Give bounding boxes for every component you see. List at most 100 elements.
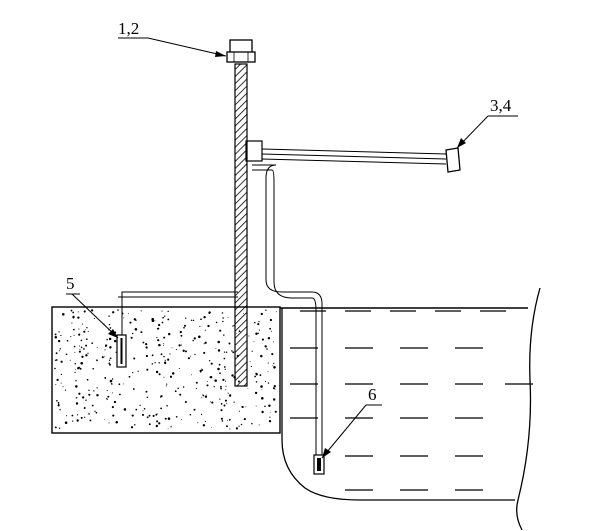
soil-speckle xyxy=(210,401,212,403)
soil-speckle xyxy=(108,337,112,341)
soil-speckle xyxy=(111,392,113,394)
soil-speckle xyxy=(54,426,57,429)
soil-speckle xyxy=(261,389,263,391)
soil-speckle xyxy=(75,368,77,370)
soil-speckle xyxy=(240,423,243,426)
soil-speckle xyxy=(108,359,111,361)
soil-speckle xyxy=(190,355,191,357)
soil-speckle xyxy=(72,315,75,319)
soil-speckle xyxy=(57,401,60,404)
soil-speckle xyxy=(182,349,185,352)
soil-speckle xyxy=(66,339,69,342)
soil-speckle xyxy=(264,345,267,348)
soil-speckle xyxy=(152,414,155,417)
soil-speckle xyxy=(79,362,81,364)
soil-speckle xyxy=(227,392,229,394)
soil-speckle xyxy=(71,322,73,324)
soil-speckle xyxy=(112,311,115,314)
soil-speckle xyxy=(265,309,267,311)
soil-speckle xyxy=(60,334,62,337)
soil-speckle xyxy=(266,348,268,350)
soil-speckle xyxy=(274,410,277,413)
soil-speckle xyxy=(179,330,182,334)
soil-speckle xyxy=(151,363,154,365)
soil-speckle xyxy=(220,385,222,388)
soil-speckle xyxy=(73,334,75,336)
soil-speckle xyxy=(249,361,251,363)
soil-speckle xyxy=(164,359,166,361)
soil-speckle xyxy=(247,388,249,389)
soil-speckle xyxy=(276,311,278,313)
soil-speckle xyxy=(123,383,125,385)
soil-speckle xyxy=(180,334,183,337)
soil-speckle xyxy=(169,375,173,378)
soil-speckle xyxy=(185,350,187,353)
soil-speckle xyxy=(79,348,81,350)
soil-speckle xyxy=(232,351,235,354)
soil-speckle xyxy=(200,413,203,416)
soil-speckle xyxy=(195,388,197,390)
soil-speckle xyxy=(268,420,272,423)
soil-speckle xyxy=(80,346,83,349)
soil-speckle xyxy=(228,394,232,397)
soil-speckle xyxy=(146,416,149,419)
soil-speckle xyxy=(163,344,164,346)
soil-speckle xyxy=(158,343,161,347)
soil-speckle xyxy=(108,315,110,317)
soil-speckle xyxy=(142,410,144,412)
soil-speckle xyxy=(64,389,67,391)
soil-speckle xyxy=(54,333,57,336)
soil-speckle xyxy=(74,362,77,365)
soil-speckle xyxy=(163,376,165,378)
soil-speckle xyxy=(160,407,163,410)
soil-speckle xyxy=(167,332,171,336)
soil-speckle xyxy=(104,419,105,420)
soil-speckle xyxy=(166,383,168,385)
callout-3-4: 3,4 xyxy=(456,96,518,149)
soil-speckle xyxy=(258,329,260,331)
soil-speckle xyxy=(231,350,233,352)
soil-speckle xyxy=(245,406,247,408)
soil-speckle xyxy=(134,424,136,426)
soil-speckle xyxy=(96,347,98,349)
soil-speckle xyxy=(260,312,263,316)
soil-speckle xyxy=(146,368,149,371)
soil-speckle xyxy=(182,386,185,388)
soil-speckle xyxy=(223,404,226,407)
soil-speckle xyxy=(187,357,190,360)
soil-speckle xyxy=(58,427,61,429)
soil-speckle xyxy=(205,394,207,396)
soil-speckle xyxy=(228,342,231,345)
soil-speckle xyxy=(261,410,264,414)
soil-speckle xyxy=(224,380,226,382)
soil-speckle xyxy=(269,318,273,322)
soil-speckle xyxy=(221,420,224,422)
soil-speckle xyxy=(111,406,114,409)
soil-speckle xyxy=(228,418,231,421)
soil-speckle xyxy=(174,390,177,393)
soil-speckle xyxy=(90,309,94,312)
soil-speckle xyxy=(75,385,78,388)
soil-speckle xyxy=(269,412,271,413)
soil-speckle xyxy=(133,357,136,360)
soil-speckle xyxy=(202,394,204,395)
soil-probe xyxy=(116,334,127,368)
soil-speckle xyxy=(105,345,107,347)
soil-speckle xyxy=(88,389,90,392)
soil-speckle xyxy=(130,426,134,429)
soil-speckle xyxy=(74,371,76,374)
soil-speckle xyxy=(151,354,154,357)
soil-speckle xyxy=(192,319,195,322)
soil-speckle xyxy=(273,366,276,369)
soil-speckle xyxy=(164,417,167,420)
soil-speckle xyxy=(73,328,75,331)
soil-speckle xyxy=(198,335,201,339)
soil-speckle xyxy=(85,399,87,401)
soil-speckle xyxy=(140,331,143,334)
soil-speckle xyxy=(59,348,62,350)
soil-speckle xyxy=(80,416,83,419)
cable-tube-to-water xyxy=(252,164,323,455)
soil-speckle xyxy=(170,426,172,428)
soil-speckle xyxy=(222,320,224,323)
callout-5: 5 xyxy=(66,274,119,339)
